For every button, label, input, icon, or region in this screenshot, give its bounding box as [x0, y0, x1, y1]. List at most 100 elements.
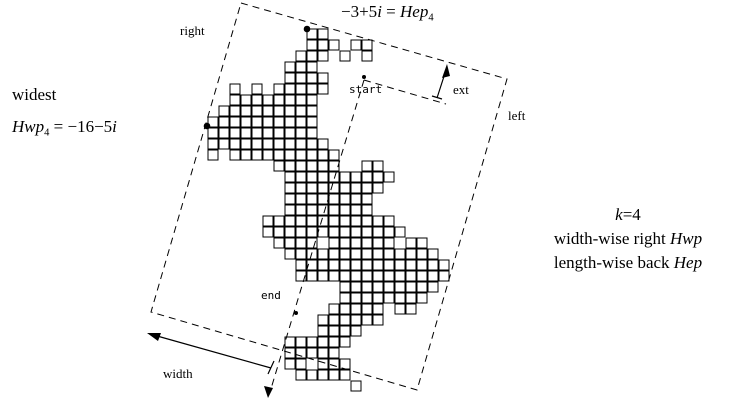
curve-cell	[361, 248, 373, 260]
curve-cell	[262, 94, 274, 106]
curve-cell	[284, 237, 296, 249]
curve-cell	[372, 292, 384, 304]
start-label: start	[349, 83, 383, 96]
curve-cell	[317, 259, 329, 271]
curve-cell	[295, 237, 307, 249]
curve-cell	[306, 270, 318, 282]
curve-cell	[361, 39, 373, 51]
curve-cell	[295, 94, 307, 106]
curve-cell	[251, 83, 263, 95]
curve-cell	[328, 149, 340, 161]
width-arrowhead	[147, 333, 161, 341]
curve-cell	[284, 204, 296, 216]
curve-cell	[284, 347, 296, 359]
curve-cell	[383, 237, 395, 249]
curve-cell	[361, 270, 373, 282]
curve-cell	[295, 105, 307, 117]
curve-cell	[284, 127, 296, 139]
curve-cell	[328, 182, 340, 194]
curve-cell	[240, 138, 252, 150]
curve-cell	[317, 182, 329, 194]
curve-cell	[295, 270, 307, 282]
curve-cell	[317, 83, 329, 95]
curve-cell	[306, 248, 318, 260]
line3-text: length-wise back	[553, 253, 674, 272]
curve-cell	[339, 204, 351, 216]
curve-cell	[361, 303, 373, 315]
curve-cell	[361, 193, 373, 205]
start-point	[362, 75, 366, 79]
line3-var: Hep	[673, 253, 703, 272]
curve-cell	[306, 39, 318, 51]
curve-cell	[372, 248, 384, 260]
caption-k: k=4	[500, 203, 750, 227]
curve-cell	[350, 259, 362, 271]
curve-cell	[251, 149, 263, 161]
curve-cell	[295, 116, 307, 128]
curve-cell	[317, 369, 329, 381]
curve-cell	[328, 248, 340, 260]
curve-cell	[339, 215, 351, 227]
curve-cell	[394, 226, 406, 238]
curve-cell	[339, 325, 351, 337]
curve-cell	[372, 226, 384, 238]
curve-cell	[273, 215, 285, 227]
curve-cell	[372, 303, 384, 315]
hwp-equation: Hwp4 = −16−5i	[12, 118, 117, 139]
dragon-curve	[207, 28, 450, 392]
curve-cell	[350, 215, 362, 227]
curve-cell	[339, 270, 351, 282]
curve-cell	[339, 171, 351, 183]
curve-cell	[328, 325, 340, 337]
curve-cell	[273, 138, 285, 150]
left-label: left	[508, 108, 526, 123]
curve-cell	[328, 215, 340, 227]
hep-eq-mid: =	[381, 2, 401, 21]
widest-label: widest	[12, 85, 57, 104]
curve-cell	[317, 314, 329, 326]
curve-cell	[361, 314, 373, 326]
curve-cell	[284, 94, 296, 106]
hep-equation: −3+5i = Hep4	[341, 3, 434, 24]
curve-cell	[328, 171, 340, 183]
ext-arrowhead	[442, 64, 450, 78]
curve-cell	[284, 61, 296, 73]
curve-cell	[361, 160, 373, 172]
curve-cell	[317, 138, 329, 150]
curve-cell	[317, 171, 329, 183]
curve-cell	[251, 116, 263, 128]
curve-cell	[317, 336, 329, 348]
curve-cell	[317, 270, 329, 282]
curve-cell	[416, 259, 428, 271]
curve-cell	[229, 105, 241, 117]
curve-cell	[295, 204, 307, 216]
curve-cell	[306, 193, 318, 205]
curve-cell	[350, 193, 362, 205]
curve-cell	[427, 259, 439, 271]
curve-cell	[306, 127, 318, 139]
hwp-i: i	[112, 117, 117, 136]
curve-cell	[317, 160, 329, 172]
curve-cell	[427, 270, 439, 282]
curve-cell	[394, 270, 406, 282]
caption-line-2: width-wise right Hwp	[500, 227, 750, 251]
curve-cell	[339, 369, 351, 381]
curve-cell	[328, 259, 340, 271]
line2-text: width-wise right	[553, 229, 671, 248]
curve-cell	[317, 39, 329, 51]
width-box-right-edge	[363, 79, 447, 105]
curve-cell	[350, 226, 362, 238]
curve-cell	[284, 226, 296, 238]
curve-cell	[383, 226, 395, 238]
curve-cell	[240, 94, 252, 106]
curve-cell	[372, 314, 384, 326]
curve-cell	[372, 281, 384, 293]
curve-cell	[306, 171, 318, 183]
curve-cell	[273, 160, 285, 172]
curve-cell	[207, 127, 219, 139]
curve-cell	[306, 72, 318, 84]
curve-cell	[295, 171, 307, 183]
curve-cell	[350, 237, 362, 249]
curve-cell	[306, 347, 318, 359]
curve-cell	[207, 149, 219, 161]
